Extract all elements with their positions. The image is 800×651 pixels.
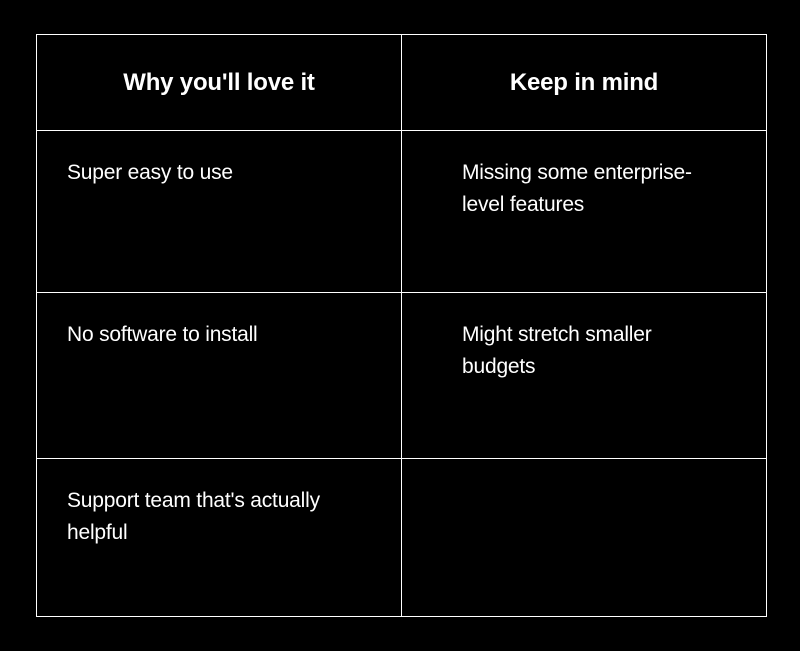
con-cell: Missing some enterprise-level features: [401, 130, 767, 293]
con-cell-empty: [401, 458, 767, 617]
table-row: Support team that's actually helpful: [36, 458, 767, 617]
comparison-table: Why you'll love it Keep in mind Super ea…: [36, 34, 767, 617]
con-text: Missing some enterprise-level features: [462, 161, 692, 216]
con-cell: Might stretch smaller budgets: [401, 292, 767, 459]
con-text: [402, 459, 766, 485]
pro-text: Super easy to use: [67, 161, 233, 184]
pro-cell: Support team that's actually helpful: [36, 458, 402, 617]
con-text: Might stretch smaller budgets: [462, 323, 652, 378]
table-row: Super easy to use Missing some enterpris…: [36, 130, 767, 293]
table-row: No software to install Might stretch sma…: [36, 292, 767, 459]
table-header-row: Why you'll love it Keep in mind: [36, 34, 767, 131]
header-cons: Keep in mind: [401, 34, 767, 131]
pro-text: Support team that's actually helpful: [67, 489, 320, 544]
header-pros: Why you'll love it: [36, 34, 402, 131]
pro-text: No software to install: [67, 323, 258, 346]
pro-cell: No software to install: [36, 292, 402, 459]
pro-cell: Super easy to use: [36, 130, 402, 293]
